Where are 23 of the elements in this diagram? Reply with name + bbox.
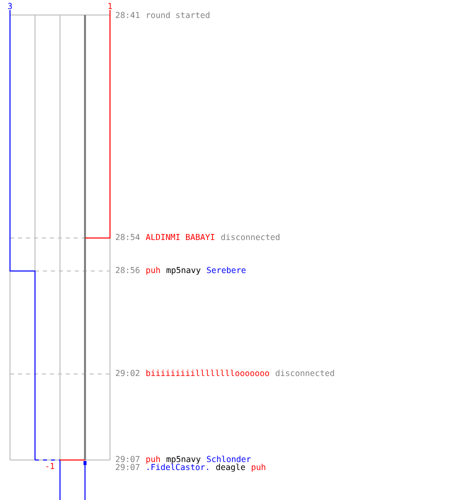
score-number: 3: [8, 2, 12, 10]
weapon-name: mp5navy: [166, 267, 200, 275]
score-number: 1: [108, 3, 112, 9]
event-text: disconnected: [221, 234, 280, 240]
player-name: Serebere: [207, 266, 246, 274]
player-name: puh: [146, 266, 160, 275]
timestamp: 28:56: [116, 266, 140, 274]
weapon-name: deagle: [216, 464, 245, 472]
player-name: puh: [146, 456, 160, 464]
weapon-name: mp5navy: [166, 456, 200, 464]
timestamp: 28:54: [116, 234, 140, 240]
event-text: round started: [147, 12, 210, 18]
timestamp: 29:02: [116, 370, 140, 376]
timestamp: 28:41: [116, 12, 140, 18]
score-number: -1: [46, 463, 54, 469]
timestamp: 29:07: [116, 456, 140, 462]
player-name: ALDINMI BABAYI: [146, 234, 214, 240]
event-text: disconnected: [276, 370, 334, 376]
player-name: biiiiiiiiillllllllooooooo: [146, 370, 270, 376]
player-name: Schlonder: [207, 456, 251, 462]
player-name: .FidelCastor.: [148, 464, 208, 470]
timestamp: 29:07: [116, 464, 140, 470]
player-name: puh: [252, 464, 266, 472]
